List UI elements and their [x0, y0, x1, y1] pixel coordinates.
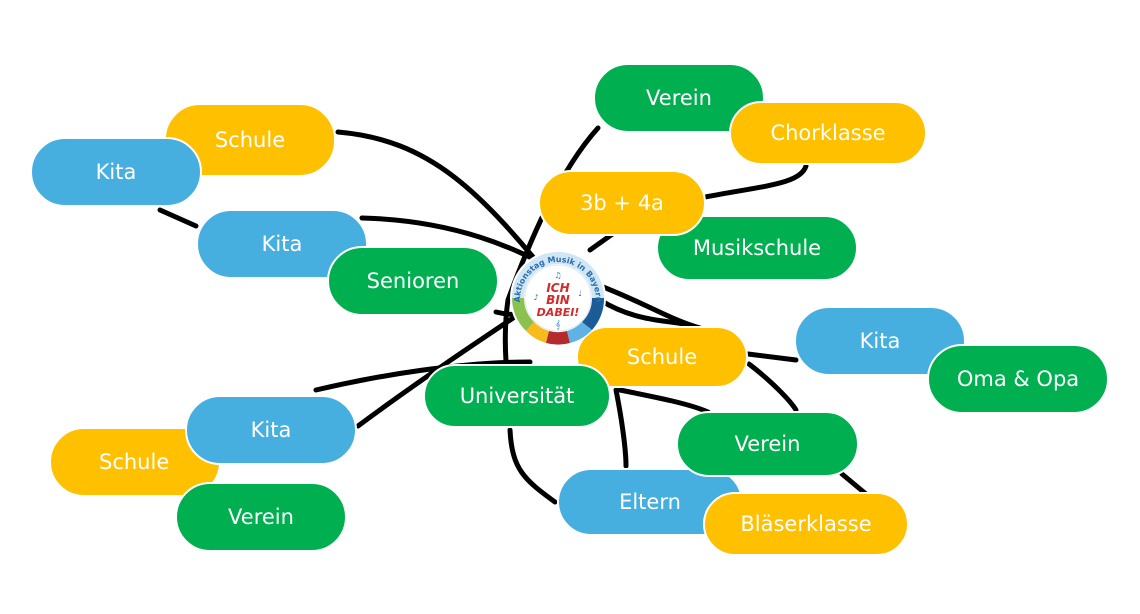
node-label: Musikschule — [692, 236, 822, 260]
saxophone-icon: ♪ — [533, 293, 538, 302]
node-oma-opa[interactable]: Oma & Opa — [927, 344, 1109, 414]
node-chorklasse[interactable]: Chorklasse — [729, 101, 927, 165]
node-kita-bottom-left[interactable]: Kita — [185, 395, 357, 465]
node-universitaet[interactable]: Universität — [423, 364, 611, 428]
node-label: Universität — [459, 384, 575, 408]
violin-icon: ♩ — [578, 289, 582, 298]
treble-clef-icon: 𝄞 — [556, 320, 561, 329]
node-verein-bottom-left[interactable]: Verein — [175, 482, 347, 552]
node-label: Oma & Opa — [956, 367, 1080, 391]
center-logo[interactable]: Aktionstag Musik in Bayern ICH BIN DABEI… — [506, 248, 610, 348]
logo-segment-darkblue — [582, 298, 605, 330]
node-senioren[interactable]: Senioren — [327, 246, 499, 316]
node-label: Kita — [261, 232, 303, 256]
connector-line — [335, 129, 563, 293]
connector-line — [617, 387, 711, 415]
node-label: Senioren — [366, 269, 460, 293]
drum-icon: ♫ — [554, 271, 561, 280]
node-verein-right[interactable]: Verein — [676, 411, 859, 477]
logo-segment-red — [546, 331, 570, 345]
connector-line — [839, 471, 869, 497]
node-kita-top-left[interactable]: Kita — [30, 137, 202, 207]
logo-text-dabei: DABEI! — [537, 306, 580, 319]
connector-line — [313, 359, 533, 393]
node-label: 3b + 4a — [580, 191, 664, 215]
node-label: Eltern — [619, 490, 681, 514]
connector-line — [587, 279, 703, 331]
node-label: Kita — [859, 329, 901, 353]
connector-line — [745, 351, 799, 363]
node-blaeserklasse[interactable]: Bläserklasse — [703, 492, 909, 556]
logo-ring-top — [512, 252, 604, 298]
logo-segment-yellow — [526, 322, 549, 343]
connector-line — [746, 361, 799, 413]
connector-line — [507, 427, 558, 505]
logo-text-bin: BIN — [546, 293, 570, 307]
logo-segment-lightblue — [567, 322, 592, 343]
node-label: Verein — [734, 432, 801, 456]
connector-line — [157, 207, 199, 229]
logo-inner-circle — [524, 264, 592, 332]
node-label: Schule — [626, 345, 698, 369]
connector-line — [613, 387, 629, 469]
node-label: Verein — [646, 86, 712, 110]
node-label: Kita — [250, 418, 292, 442]
node-label: Verein — [228, 505, 294, 529]
node-label: Schule — [214, 128, 286, 152]
node-label: Chorklasse — [770, 121, 886, 145]
node-label: Schule — [99, 450, 170, 474]
logo-segment-green — [512, 298, 534, 331]
node-label: Bläserklasse — [740, 512, 872, 536]
node-label: Kita — [95, 160, 137, 184]
logo-text-ich: ICH — [546, 281, 569, 295]
node-3b-4a[interactable]: 3b + 4a — [538, 170, 706, 236]
connector-line — [697, 163, 809, 201]
